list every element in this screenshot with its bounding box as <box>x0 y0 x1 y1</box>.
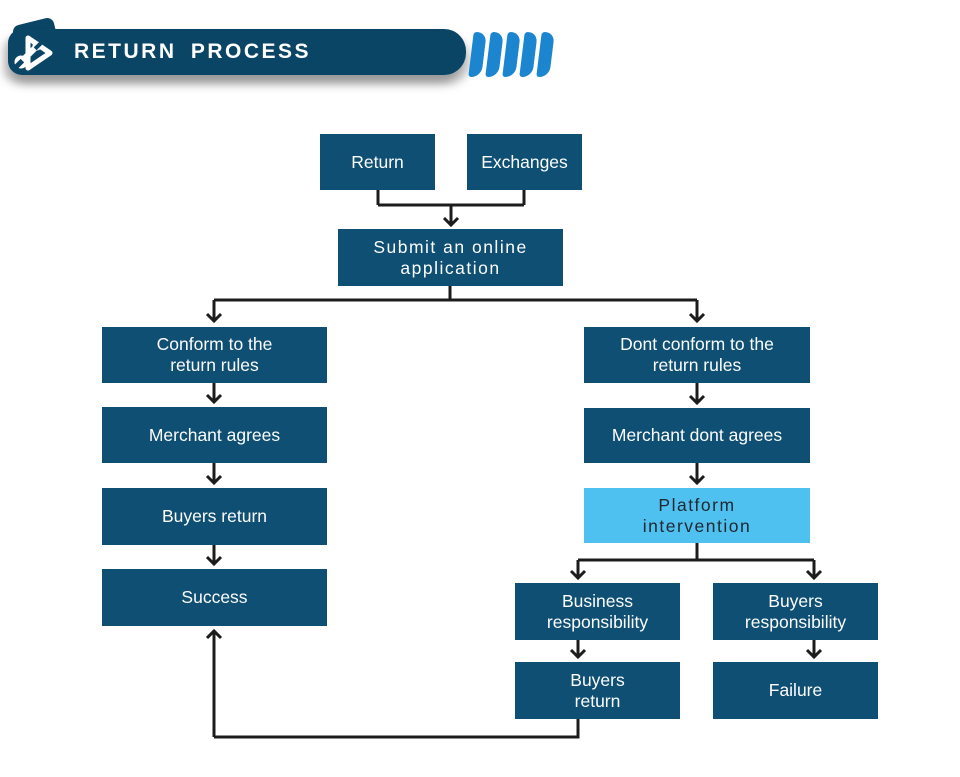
node-dont-conform-rules: Dont conform to the return rules <box>584 327 810 383</box>
title-banner: RETURN PROCESS <box>8 29 466 75</box>
node-submit-application: Submit an online application <box>338 229 563 286</box>
node-business-responsibility: Business responsibility <box>515 583 680 640</box>
node-return: Return <box>320 134 435 190</box>
node-merchant-agrees: Merchant agrees <box>102 407 327 463</box>
node-platform-intervention: Platform intervention <box>584 488 810 543</box>
node-conform-rules: Conform to the return rules <box>102 327 327 383</box>
node-exchanges: Exchanges <box>467 134 582 190</box>
node-merchant-dont-agrees: Merchant dont agrees <box>584 408 810 463</box>
node-buyers-return-2: Buyers return <box>515 662 680 719</box>
node-failure: Failure <box>713 662 878 719</box>
node-success: Success <box>102 569 327 626</box>
wrench-play-icon <box>14 35 53 71</box>
page-title: RETURN PROCESS <box>74 40 312 63</box>
node-buyers-responsibility: Buyers responsibility <box>713 583 878 640</box>
node-buyers-return: Buyers return <box>102 488 327 545</box>
